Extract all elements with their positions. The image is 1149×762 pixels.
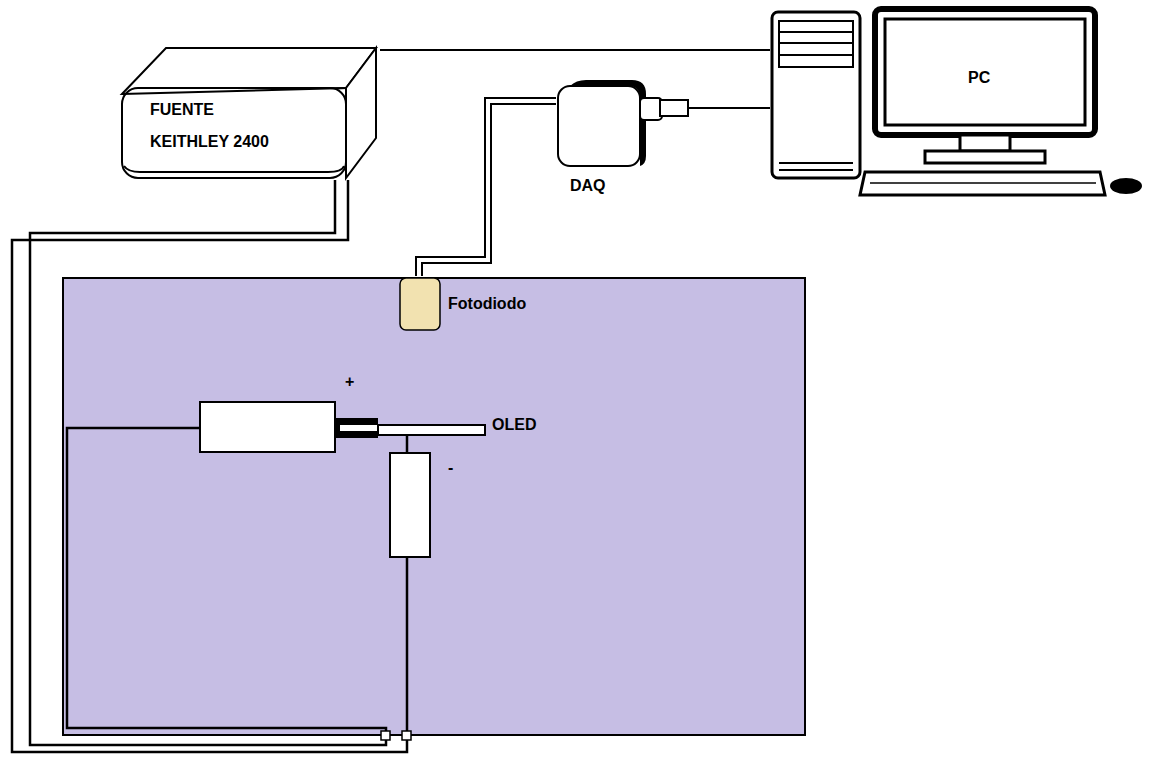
node-label: Fotodiodo [448, 294, 558, 314]
wire [688, 108, 770, 109]
wire [380, 50, 770, 51]
oled-device: OLED [340, 414, 560, 436]
node-label: DAQ [570, 176, 630, 196]
cable [419, 101, 556, 276]
oled-clamp [335, 418, 378, 438]
connector-core [419, 101, 556, 276]
power-source-box: FUENTE KEITHLEY 2400 [118, 44, 380, 180]
polarity-plus: + [345, 372, 354, 392]
connector-line [688, 107, 770, 109]
node-label: FUENTE KEITHLEY 2400 [150, 94, 285, 158]
connector-line [380, 49, 770, 51]
computer-shape [770, 5, 1146, 202]
node-label: OLED [492, 416, 556, 434]
wire [12, 180, 407, 752]
terminal [381, 731, 390, 740]
connector-line [30, 180, 386, 745]
node-label: PC [968, 68, 1008, 88]
connector-line [419, 101, 556, 276]
terminal [402, 731, 411, 740]
resistor-symbol [200, 402, 335, 452]
oled-clamp-slot [340, 425, 378, 431]
connector-line [12, 180, 407, 752]
chamber-region [63, 278, 805, 735]
polarity-minus: - [448, 458, 453, 478]
wire [30, 180, 386, 745]
resistor-symbol [390, 453, 430, 557]
daq-box: DAQ [556, 78, 688, 198]
computer: PC [770, 5, 1146, 202]
photodiode: Fotodiodo [398, 276, 568, 332]
